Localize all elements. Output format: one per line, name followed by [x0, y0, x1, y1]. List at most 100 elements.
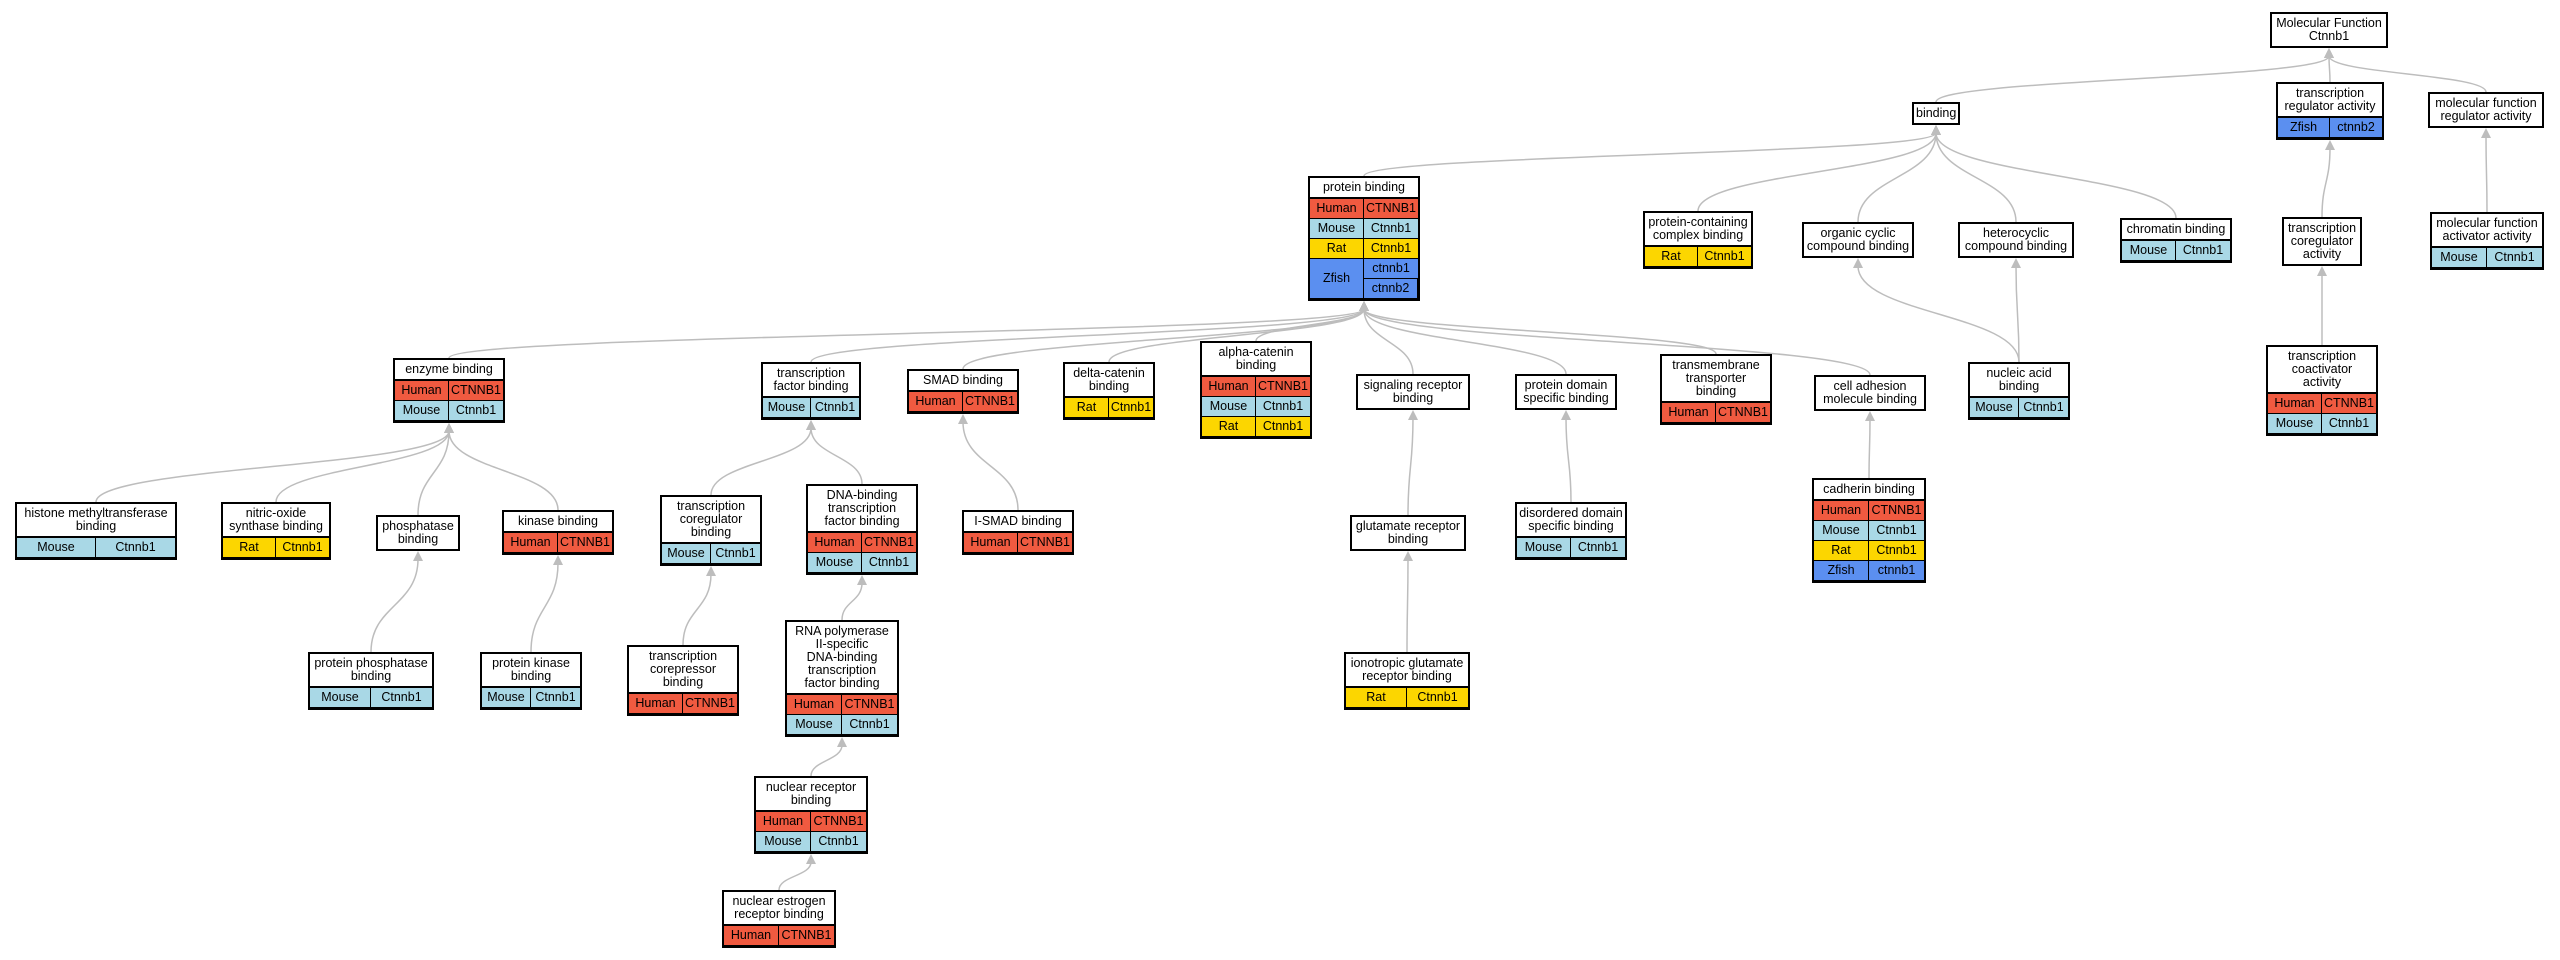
- term-node-phosph[interactable]: phosphatase binding: [376, 515, 460, 551]
- arrowhead: [2324, 48, 2334, 58]
- edge-protein-to-binding: [1363, 132, 1937, 177]
- species-cell: Mouse: [662, 544, 711, 564]
- species-cell: Mouse: [2122, 241, 2176, 261]
- arrowhead: [2325, 140, 2335, 150]
- term-title: signaling receptor binding: [1363, 378, 1463, 405]
- gene-cell: CTNNB1: [779, 926, 834, 946]
- edge-pkb-to-kinase: [530, 562, 559, 653]
- term-title: protein-containing complex binding: [1648, 215, 1748, 242]
- term-title: enzyme binding: [405, 362, 493, 376]
- edge-tca-to-tra: [2321, 147, 2331, 218]
- term-title: molecular function activator activity: [2436, 216, 2538, 243]
- gene-cell: CTNNB1: [683, 694, 737, 714]
- term-title: binding: [1916, 106, 1957, 120]
- gene-cell: Ctnnb1: [276, 538, 329, 558]
- edge-nab-to-occ: [1857, 265, 2020, 363]
- term-node-tca[interactable]: transcription coregulator activity: [2282, 217, 2362, 266]
- term-title: glutamate receptor binding: [1355, 519, 1461, 546]
- term-node-grb[interactable]: glutamate receptor binding: [1350, 515, 1466, 551]
- term-node-pdsb[interactable]: protein domain specific binding: [1515, 374, 1617, 410]
- term-node-binding[interactable]: binding: [1912, 102, 1960, 125]
- gene-cell: Ctnnb1: [449, 401, 503, 421]
- term-node-srb[interactable]: signaling receptor binding: [1356, 374, 1470, 410]
- gene-cell: CTNNB1: [1364, 199, 1418, 219]
- species-cell: Rat: [1645, 247, 1698, 267]
- gene-cell: Ctnnb1: [1698, 247, 1751, 267]
- species-cell: Human: [724, 926, 779, 946]
- term-node-dna[interactable]: DNA-binding transcription factor binding…: [806, 484, 918, 575]
- arrowhead: [706, 566, 716, 576]
- term-node-camb[interactable]: cell adhesion molecule binding: [1814, 375, 1926, 411]
- gene-cell: Ctnnb1: [531, 688, 580, 708]
- species-cell: Human: [1814, 501, 1869, 521]
- species-cell: Zfish: [1814, 561, 1869, 581]
- term-title: DNA-binding transcription factor binding: [824, 488, 900, 528]
- term-node-mfra[interactable]: molecular function regulator activity: [2428, 92, 2544, 128]
- edge-nerb-to-nrb: [778, 861, 812, 891]
- species-cell: Mouse: [310, 688, 371, 708]
- gene-cell: Ctnnb1: [811, 398, 859, 418]
- term-title: transcription coregulator binding: [676, 499, 746, 539]
- arrowhead: [1408, 410, 1418, 420]
- term-node-occ[interactable]: organic cyclic compound binding: [1802, 222, 1914, 258]
- term-node-rnap[interactable]: RNA polymerase II-specific DNA-binding t…: [785, 620, 899, 737]
- species-cell: Mouse: [1310, 219, 1364, 239]
- species-cell: Human: [1310, 199, 1364, 219]
- term-title: I-SMAD binding: [974, 514, 1062, 528]
- species-cell: Rat: [1065, 398, 1109, 418]
- gene-cell: CTNNB1: [1018, 533, 1072, 553]
- edge-grb-to-srb: [1407, 417, 1414, 516]
- arrowhead: [1359, 301, 1369, 311]
- term-title: chromatin binding: [2126, 222, 2226, 236]
- species-cell: Mouse: [763, 398, 811, 418]
- arrowhead: [2481, 128, 2491, 138]
- edge-enzyme-to-protein: [448, 308, 1365, 359]
- gene-cell: CTNNB1: [449, 381, 503, 401]
- gene-cell: Ctnnb1: [842, 715, 897, 735]
- term-title: histone methyltransferase binding: [24, 506, 168, 533]
- term-node-mf[interactable]: Molecular Function Ctnnb1: [2270, 12, 2388, 48]
- term-node-hcc[interactable]: heterocyclic compound binding: [1958, 222, 2074, 258]
- edge-rnap-to-dna: [841, 582, 863, 621]
- term-title: nuclear receptor binding: [765, 780, 857, 807]
- arrowhead: [958, 414, 968, 424]
- species-cell: Human: [909, 392, 963, 412]
- edge-ppb-to-phosph: [370, 558, 419, 653]
